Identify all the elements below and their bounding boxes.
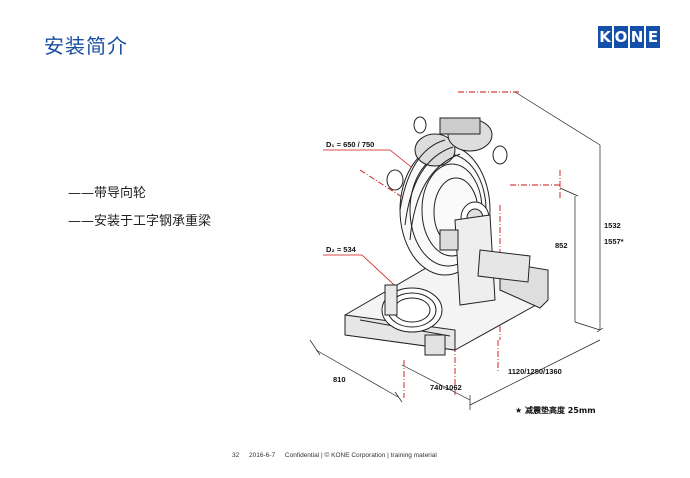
logo-letter: K bbox=[598, 26, 612, 48]
footer-text: Confidential | © KONE Corporation | trai… bbox=[284, 452, 437, 459]
bullet-item: ——安装于工字钢承重梁 bbox=[68, 214, 212, 229]
page-number: 32 bbox=[232, 452, 240, 459]
damper-note: ★ 减震垫高度 25mm bbox=[515, 405, 596, 415]
dim-740: 740-1062 bbox=[430, 383, 462, 392]
logo-letter: E bbox=[646, 26, 660, 48]
bullet-list: ——带导向轮 ——安装于工字钢承重梁 bbox=[68, 180, 211, 236]
dim-1120: 1120/1250/1360 bbox=[508, 367, 562, 376]
logo-letter: N bbox=[630, 26, 644, 48]
kone-logo: K O N E bbox=[598, 26, 660, 48]
footer-date: 2016-6-7 bbox=[249, 452, 276, 459]
d1-label: D₁ = 650 / 750 bbox=[326, 140, 374, 149]
logo-letter: O bbox=[614, 26, 628, 48]
slide-title: 安装简介 bbox=[44, 34, 128, 58]
dim-810: 810 bbox=[333, 375, 346, 384]
dim-1557: 1557* bbox=[604, 237, 624, 246]
bullet-item: ——带导向轮 bbox=[68, 186, 147, 201]
dim-852: 852 bbox=[555, 241, 568, 250]
dim-1532: 1532 bbox=[604, 221, 621, 230]
d2-label: D₂ = 534 bbox=[326, 245, 357, 254]
slide-footer: 32 2016-6-7 Confidential | © KONE Corpor… bbox=[232, 452, 445, 459]
